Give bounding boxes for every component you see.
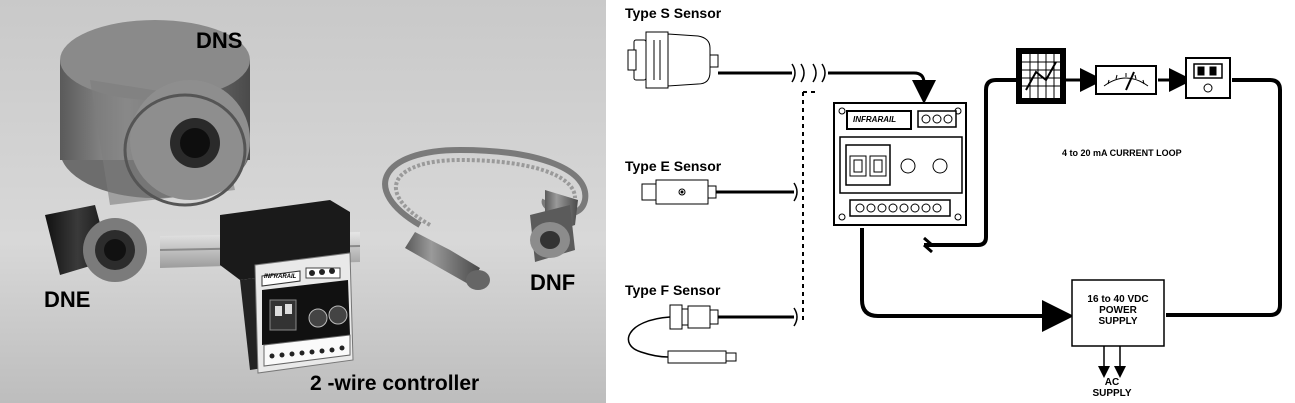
type-e-sensor-drawing xyxy=(641,179,717,205)
product-photo: DNS DNE DNF 2 -wire controller INFRARAIL xyxy=(0,0,606,403)
power-supply-box xyxy=(1071,279,1165,378)
product-photo-illustration xyxy=(0,0,606,403)
current-loop-wiring xyxy=(860,68,1282,332)
controller-module-drawing xyxy=(833,102,967,226)
current-loop-label: 4 to 20 mA CURRENT LOOP xyxy=(1062,148,1182,158)
power-supply-line-1: 16 to 40 VDC xyxy=(1087,294,1149,305)
analog-meter-drawing xyxy=(1095,65,1157,95)
ac-supply-line-2: SUPPLY xyxy=(1092,388,1132,399)
dnf-sensor-image xyxy=(382,146,589,290)
dne-label: DNE xyxy=(44,287,91,312)
type-e-cable xyxy=(716,182,798,202)
dne-sensor-image xyxy=(45,205,147,282)
wiring-diagram-illustration xyxy=(627,31,1282,378)
power-supply-line-2: POWER xyxy=(1099,305,1137,316)
controller-label: 2 -wire controller xyxy=(310,372,480,395)
chart-recorder-drawing xyxy=(1016,48,1066,104)
type-e-sensor-label: Type E Sensor xyxy=(625,158,722,174)
type-s-cable xyxy=(718,63,936,104)
type-f-sensor-label: Type F Sensor xyxy=(625,282,721,298)
type-s-sensor-label: Type S Sensor xyxy=(625,5,722,21)
wiring-diagram: Type S Sensor Type E Sensor Type F Senso… xyxy=(606,0,1295,403)
dns-sensor-image xyxy=(60,20,250,207)
type-f-cable xyxy=(718,307,798,327)
power-supply-line-3: SUPPLY xyxy=(1098,316,1138,327)
type-s-sensor-drawing xyxy=(627,31,719,89)
power-supply-label: 16 to 40 VDC POWER SUPPLY xyxy=(1072,294,1164,327)
type-f-sensor-drawing xyxy=(627,304,737,364)
dns-label: DNS xyxy=(196,28,243,53)
controller-image xyxy=(220,200,354,374)
photo-controller-brand: INFRARAIL xyxy=(264,274,297,280)
ac-supply-label: AC SUPPLY xyxy=(1082,377,1142,399)
sensor-interconnect-dashed-line xyxy=(802,91,818,322)
ac-supply-line-1: AC xyxy=(1104,377,1120,388)
digital-display-drawing xyxy=(1185,57,1231,99)
dnf-label: DNF xyxy=(530,270,576,295)
controller-brand-label: INFRARAIL xyxy=(853,115,897,124)
